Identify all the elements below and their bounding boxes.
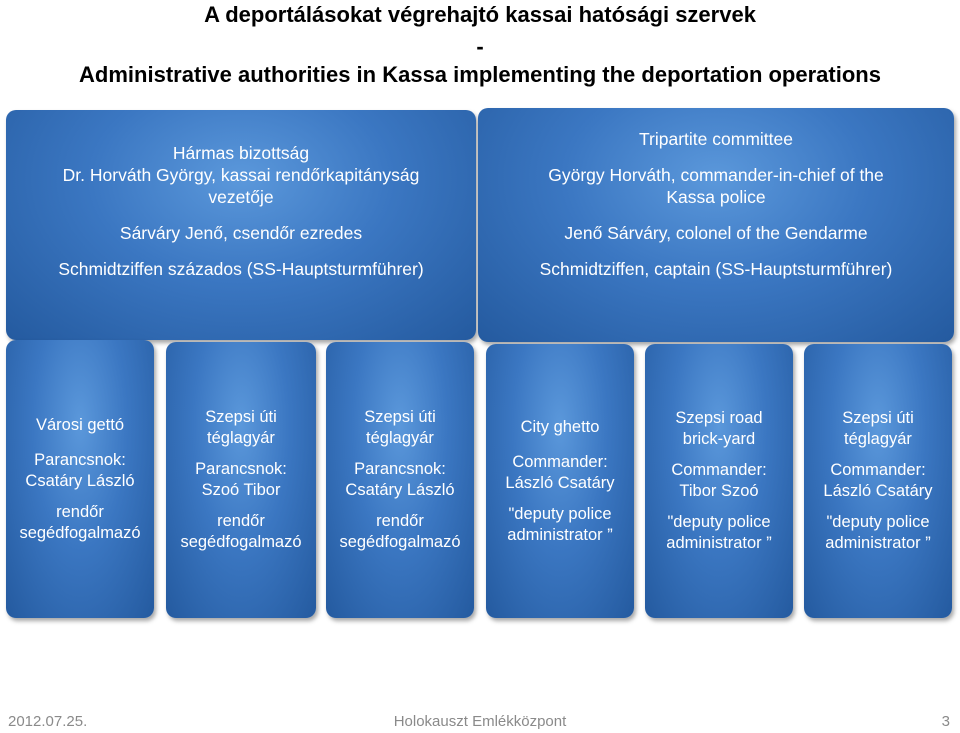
unit-role-cont: administrator ” <box>666 534 772 552</box>
unit-role-cont: segédfogalmazó <box>339 533 461 551</box>
committee-heading: Hármas bizottság <box>172 143 310 163</box>
committee-heading: Tripartite committee <box>639 129 793 149</box>
unit-commander-label: Commander: <box>512 452 608 471</box>
unit-role-cont: administrator ” <box>507 525 613 544</box>
unit-commander-name: Tibor Szoó <box>679 482 759 500</box>
unit-commander-name: László Csatáry <box>505 473 615 492</box>
committee-box-hungarian: Hármas bizottság Dr. Horváth György, kas… <box>6 110 476 340</box>
unit-commander-name: László Csatáry <box>823 482 933 500</box>
unit-role-cont: administrator ” <box>825 534 931 552</box>
unit-place-cont: téglagyár <box>366 429 434 447</box>
committee-member-1: Dr. Horváth György, kassai rendőrkapitán… <box>62 165 420 185</box>
footer-date: 2012.07.25. <box>8 713 88 730</box>
unit-commander-name: Csatáry László <box>25 471 135 490</box>
committee-member-1-cont: vezetője <box>208 187 274 207</box>
unit-place: City ghetto <box>520 417 600 436</box>
unit-box-brickyard-szoo-en: Szepsi road brick-yard Commander: Tibor … <box>645 344 793 618</box>
unit-role: rendőr <box>217 512 265 530</box>
committee-member-3: Schmidtziffen, captain (SS-Hauptsturmfüh… <box>539 259 893 279</box>
unit-commander-label: Commander: <box>830 461 926 479</box>
unit-commander-label: Parancsnok: <box>195 460 287 478</box>
committee-member-3: Schmidtziffen százados (SS-Hauptsturmfüh… <box>58 259 424 279</box>
unit-box-brickyard-csatary-en: Szepsi úti téglagyár Commander: László C… <box>804 344 952 618</box>
unit-role-cont: segédfogalmazó <box>180 533 302 551</box>
unit-place: Szepsi úti <box>364 408 436 426</box>
unit-place: Városi gettó <box>35 415 125 434</box>
unit-commander-label: Commander: <box>671 461 767 479</box>
committee-box-english: Tripartite committee György Horváth, com… <box>478 108 954 342</box>
unit-commander-name: Csatáry László <box>345 481 455 499</box>
unit-commander-label: Parancsnok: <box>354 460 446 478</box>
title-separator: - <box>476 34 484 59</box>
footer-organization: Holokauszt Emlékközpont <box>393 713 567 730</box>
unit-box-brickyard-szoo-hu: Szepsi úti téglagyár Parancsnok: Szoó Ti… <box>166 342 316 618</box>
committee-member-2: Jenő Sárváry, colonel of the Gendarme <box>564 223 868 243</box>
committee-member-1: György Horváth, commander-in-chief of th… <box>548 165 884 185</box>
unit-place-cont: brick-yard <box>682 430 756 448</box>
unit-place: Szepsi road <box>675 409 763 427</box>
unit-role: rendőr <box>56 502 104 521</box>
footer-page-number: 3 <box>941 713 950 730</box>
unit-place: Szepsi úti <box>205 408 277 426</box>
unit-place-cont: téglagyár <box>207 429 275 447</box>
unit-commander-label: Parancsnok: <box>34 450 126 469</box>
unit-role: rendőr <box>376 512 424 530</box>
unit-role: "deputy police <box>508 504 612 523</box>
title-hungarian: A deportálásokat végrehajtó kassai hatós… <box>204 2 756 27</box>
unit-place-cont: téglagyár <box>844 430 912 448</box>
unit-box-brickyard-csatary-hu: Szepsi úti téglagyár Parancsnok: Csatáry… <box>326 342 474 618</box>
committee-member-2: Sárváry Jenő, csendőr ezredes <box>119 223 363 243</box>
unit-role-cont: segédfogalmazó <box>19 523 141 542</box>
unit-box-city-ghetto-hu: Városi gettó Parancsnok: Csatáry László … <box>6 340 154 618</box>
unit-place: Szepsi úti <box>842 409 914 427</box>
unit-commander-name: Szoó Tibor <box>201 481 281 499</box>
title-english: Administrative authorities in Kassa impl… <box>79 62 881 87</box>
unit-box-city-ghetto-en: City ghetto Commander: László Csatáry "d… <box>486 344 634 618</box>
unit-role: "deputy police <box>826 513 930 531</box>
committee-member-1-cont: Kassa police <box>666 187 766 207</box>
unit-role: "deputy police <box>667 513 771 531</box>
